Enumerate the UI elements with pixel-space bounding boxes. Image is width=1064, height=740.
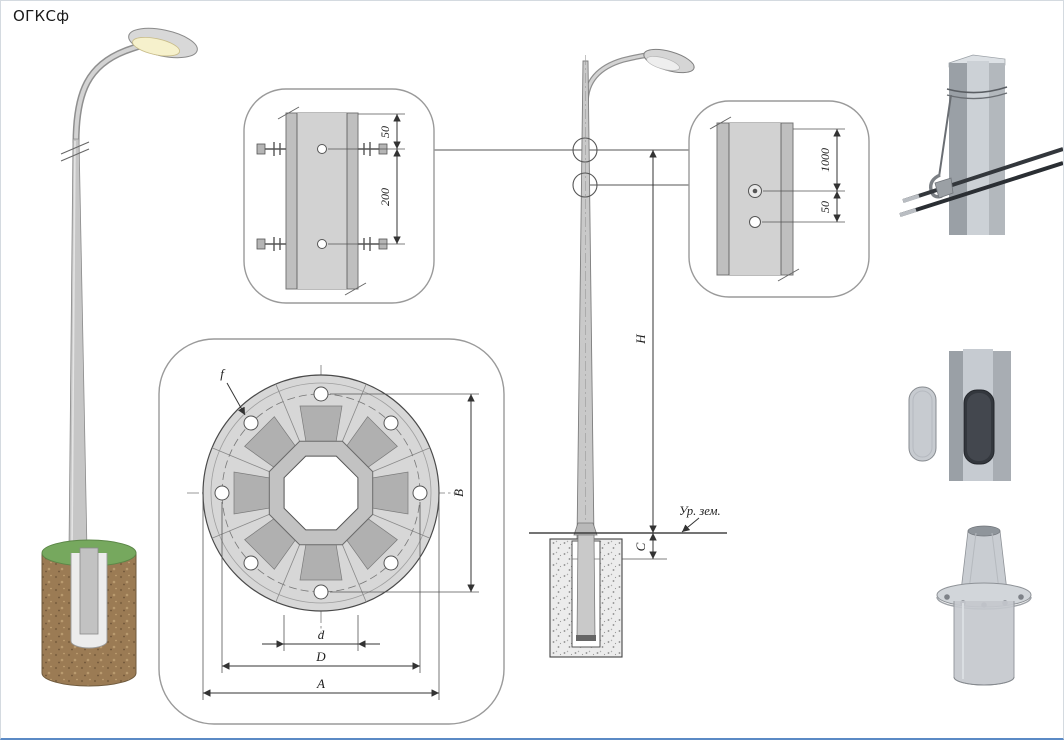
callout-connectors [434,149,689,186]
dim-label-1000: 1000 [818,148,832,172]
dim-label-A: A [316,676,325,691]
octagon-hole [283,455,359,531]
break-mark [344,282,367,296]
bracket-arm [72,37,164,144]
base-taper [960,530,1008,592]
detail-callout-side: 1000 50 [688,100,870,298]
door-opening-inner [967,393,991,461]
pole-facet-mid [967,61,989,235]
pole-end-cap [576,635,596,641]
wire-band [946,86,1008,94]
detail-callout-top: 50 200 [243,88,435,304]
lamp-head [643,48,695,74]
photo-base-insert [936,525,1032,686]
photo-access-door [908,349,1011,481]
pole-facet-right [989,63,1005,235]
pole-facet-left [949,63,967,235]
photo-pole-clamp [899,54,1063,235]
rod-tip-upper [902,194,920,203]
dim-label-f: f [220,366,226,381]
cylinder-bottom [953,676,1015,686]
dim-label-C: C [633,542,648,551]
rod-clamp [934,177,954,199]
break-mark [277,106,300,120]
pole-3d-left [41,27,198,687]
pole-facet-left [949,351,963,481]
detail-side-dimensions: 1000 50 [762,128,845,223]
pole-section-face [729,123,781,275]
rod-tip-lower [899,208,917,217]
dim-label-B: B [451,489,466,497]
weld-mark [60,148,90,162]
dim-label-50-top: 50 [378,126,392,138]
dim-label-200: 200 [378,188,392,206]
bolt-left-2 [256,237,286,251]
elevation-dimensions: H C [622,150,667,560]
door-cover-inner [912,390,933,458]
facet-line [991,532,1000,591]
base-collar [573,522,598,536]
bolt-hole [317,239,327,249]
detail-top-dimensions: 50 200 [328,113,405,245]
flange-dimensions: f B d D [202,366,479,700]
ground-leader [681,517,700,533]
dim-label-d: d [318,627,325,642]
break-mark [709,116,732,130]
embedded-pole [576,534,596,640]
facet-line [968,532,977,591]
embedded-pole [79,547,99,635]
lower-hole [749,216,761,228]
dim-label-H: H [633,334,648,345]
pole-highlight [71,140,76,550]
weld-mark [60,141,90,155]
sling-wire [938,94,952,178]
lamp-head [128,27,198,59]
rod-lower [899,161,1063,217]
flange-rim [210,382,432,604]
dim-label-50-side: 50 [818,201,832,213]
door-cover [908,386,937,462]
page-title: ОГКСф [13,7,70,25]
rod-upper [902,147,1063,203]
hook-bolt-center [752,188,758,194]
wire-band [946,92,1008,100]
dim-label-D: D [315,649,326,664]
bolt-hole [317,144,327,154]
flange-plan-detail: f B d D [158,338,505,725]
gusset-plates [233,405,409,581]
break-mark [777,268,800,282]
callout-circle-lower [572,172,598,198]
pole-facet-right [993,351,1011,481]
pole-elevation: Ур. зем. H C [529,48,727,658]
bolt-left-1 [256,142,286,156]
lamp-lens [132,36,181,57]
base-top-opening [967,525,1001,537]
flange-bolt-holes [214,386,428,600]
gusset-edges [211,383,431,603]
callout-circle-upper [572,137,598,163]
pole-section-face [297,113,347,289]
ground-level-label: Ур. зем. [679,504,721,518]
